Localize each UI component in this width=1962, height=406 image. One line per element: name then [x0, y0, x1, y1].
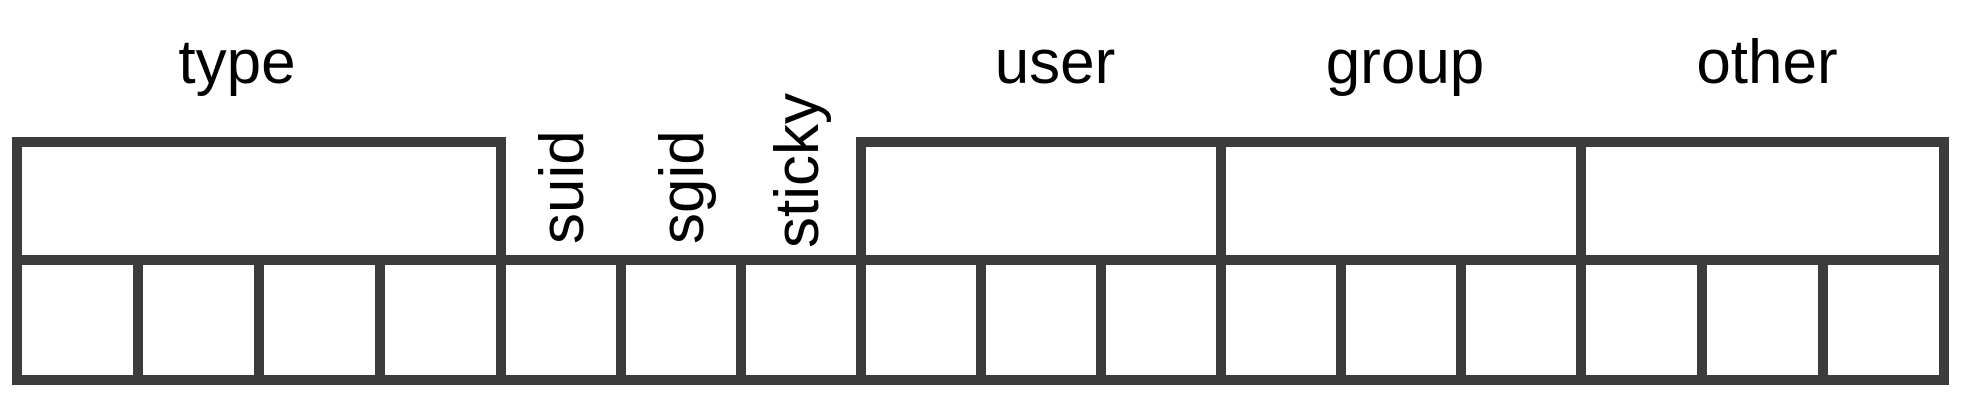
bit-cell	[1456, 255, 1586, 385]
bit-cell	[133, 255, 264, 385]
user-group-box	[856, 137, 1226, 265]
sticky-label: sticky	[763, 93, 832, 248]
suid-label: suid	[528, 130, 597, 244]
sgid-label: sgid	[648, 130, 717, 244]
bit-cell	[375, 255, 506, 385]
group-label: group	[1326, 28, 1485, 97]
bit-cell	[736, 255, 866, 385]
bit-cell	[1336, 255, 1466, 385]
bit-cell	[856, 255, 986, 385]
bit-cells	[12, 255, 1949, 385]
bit-cell	[1216, 255, 1346, 385]
type-group-box	[12, 137, 506, 265]
bit-cell	[1576, 255, 1707, 385]
bit-cell	[976, 255, 1106, 385]
user-label: user	[995, 28, 1116, 97]
other-group-box	[1576, 137, 1949, 265]
type-label: type	[178, 28, 295, 97]
bit-cell	[254, 255, 385, 385]
bit-cell	[616, 255, 746, 385]
bit-cell	[496, 255, 626, 385]
other-label: other	[1696, 28, 1837, 97]
bit-cell	[1697, 255, 1828, 385]
group-group-box	[1216, 137, 1586, 265]
bit-cell	[12, 255, 143, 385]
group-boxes	[12, 137, 1949, 265]
bit-cell	[1818, 255, 1949, 385]
bit-cell	[1096, 255, 1226, 385]
